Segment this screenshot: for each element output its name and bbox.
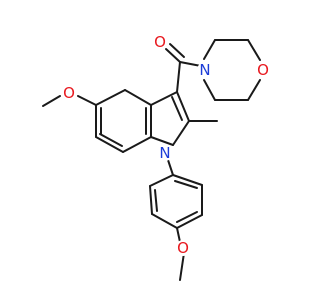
bond [149,185,153,215]
bond [203,79,216,101]
bond [151,213,178,229]
atom-label-background [197,62,213,78]
bond [99,133,123,147]
morpholine-oxygen: O [255,61,271,79]
atom-labels: O N O O N O [61,33,271,257]
bond [176,91,190,122]
bond [176,214,203,229]
atom-label: O [177,239,189,257]
bond [122,136,152,153]
bond [176,227,181,243]
bond [95,89,126,106]
bond [165,48,181,63]
bond [167,159,174,176]
bond [77,95,97,106]
atom-label: O [154,33,166,51]
atom-label-background [61,85,77,101]
atom-label: O [63,84,75,102]
atom-label-background [157,145,173,161]
bond [154,189,158,212]
bond [171,96,183,121]
atom-label: N [159,144,170,162]
bond [179,252,185,281]
atom-label-background [152,34,168,50]
bond [172,120,190,146]
bond [247,79,261,101]
bond [203,39,216,60]
bond [174,180,198,189]
morpholine-nitrogen: N [197,61,213,79]
bond [42,95,61,107]
bond [150,136,174,146]
methoxy-oxygen-5: O [61,84,77,102]
atom-label: O [257,61,269,79]
carbonyl-oxygen: O [152,33,168,51]
atom-label-background [255,62,271,78]
bond [150,91,178,106]
bond [179,61,202,67]
bond [124,89,152,106]
bond [149,174,174,187]
atom-label: N [199,61,210,79]
bonds [42,39,261,281]
methoxy-oxygen-4: O [175,239,191,257]
bond [247,39,261,61]
bond [169,43,185,58]
bond [176,61,181,93]
atom-label-background [175,240,191,256]
bond [95,136,124,153]
molecule-structure: O N O O N O [42,33,271,281]
bond [172,174,203,186]
indole-nitrogen: N [157,144,173,162]
bond [176,211,198,223]
